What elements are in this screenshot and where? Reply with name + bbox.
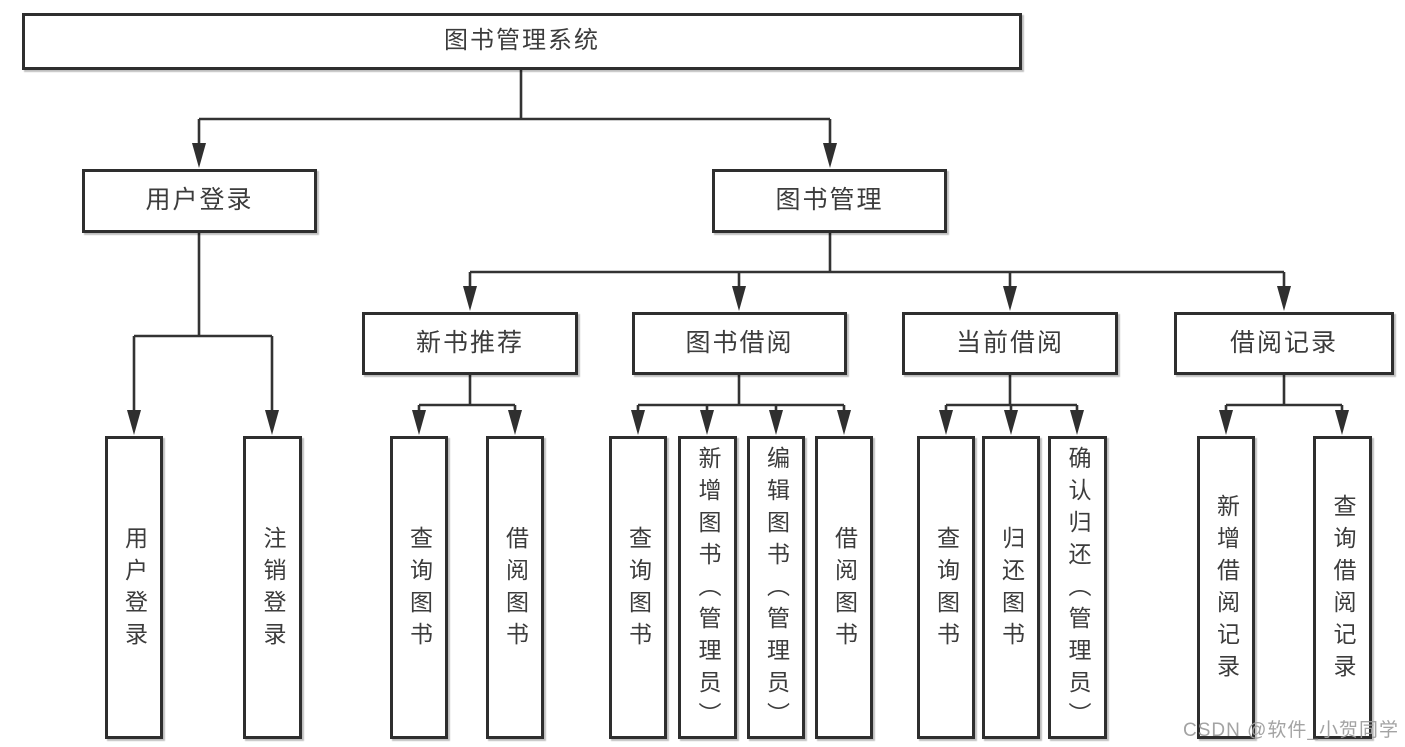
csdn-watermark: CSDN @软件_小贺同学 — [1183, 720, 1399, 741]
arrowhead-icons — [127, 143, 1349, 435]
leaf-borrow-books: 借阅图书 — [815, 436, 873, 739]
leaf-borrow-books-recommend: 借阅图书 — [486, 436, 544, 739]
node-book-management: 图书管理 — [712, 169, 947, 233]
node-new-book-recommendation: 新书推荐 — [362, 312, 578, 375]
leaf-logout: 注销登录 — [243, 436, 302, 739]
leaf-add-borrow-record: 新增借阅记录 — [1197, 436, 1255, 739]
leaf-query-books-borrowing: 查询图书 — [609, 436, 667, 739]
node-current-borrowing: 当前借阅 — [902, 312, 1118, 375]
leaf-user-login: 用户登录 — [105, 436, 163, 739]
node-book-borrowing: 图书借阅 — [632, 312, 847, 375]
leaf-confirm-return-admin: 确认归还（管理员） — [1048, 436, 1107, 739]
leaf-query-books-recommend: 查询图书 — [390, 436, 448, 739]
leaf-return-books: 归还图书 — [982, 436, 1040, 739]
leaf-edit-books-admin: 编辑图书（管理员） — [747, 436, 805, 739]
leaf-query-books-current: 查询图书 — [917, 436, 975, 739]
leaf-query-borrow-record: 查询借阅记录 — [1313, 436, 1372, 739]
node-borrowing-records: 借阅记录 — [1174, 312, 1394, 375]
leaf-add-books-admin: 新增图书（管理员） — [678, 436, 737, 739]
node-library-management-system: 图书管理系统 — [22, 13, 1022, 70]
node-user-login: 用户登录 — [82, 169, 317, 233]
